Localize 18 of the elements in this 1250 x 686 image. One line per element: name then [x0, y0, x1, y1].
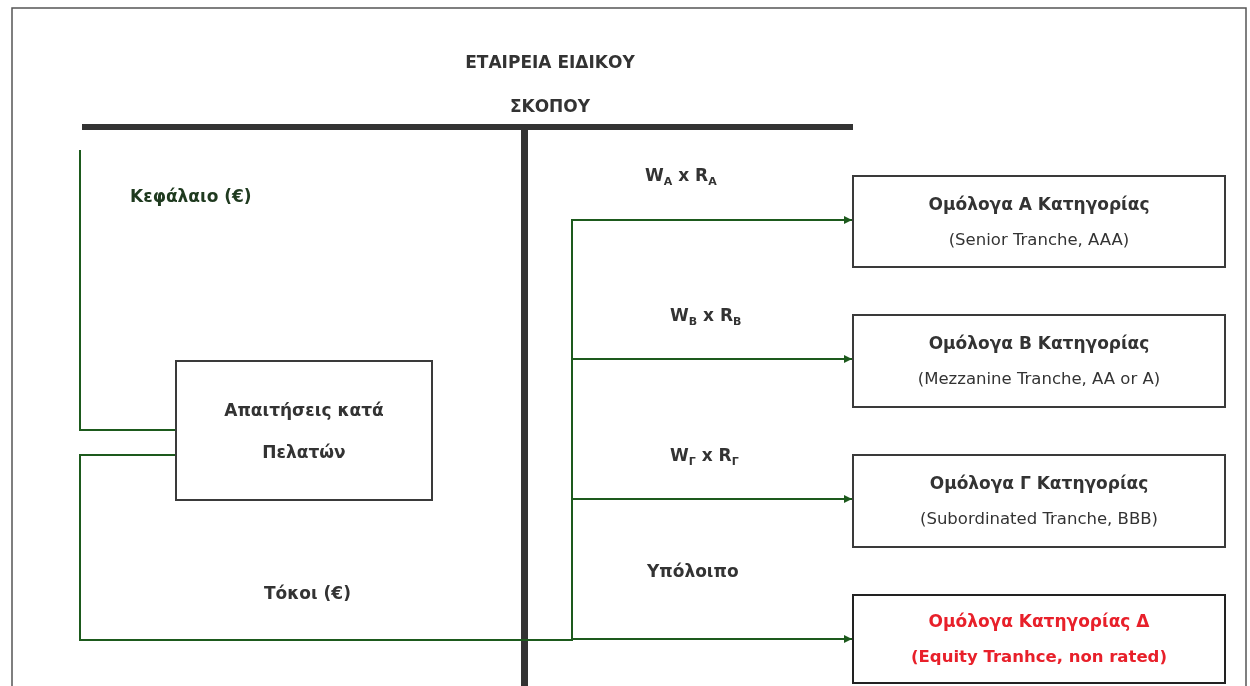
box-subtitle: (Mezzanine Tranche, AA or A) [917, 368, 1161, 390]
tranche-box [852, 454, 1226, 548]
box-title: Ομόλογα Β Κατηγορίας [928, 332, 1150, 355]
box-subtitle: (Senior Tranche, AAA) [948, 228, 1130, 251]
flow-line [79, 149, 176, 431]
claims-box [175, 360, 433, 501]
tranche-box [852, 314, 1226, 408]
box-title: Ομόλογα Α Κατηγορίας [928, 192, 1150, 216]
title: ΕΤΑΙΡΕΙΑ ΕΙΔΙΚΟΥ ΣΚΟΠΟΥ [464, 51, 636, 118]
box-title: Απαιτήσεις κατά Πελατών [223, 398, 385, 464]
box-title: Ομόλογα Γ Κατηγορίας [929, 472, 1149, 495]
tranche-box [852, 594, 1226, 684]
flow-label: Τόκοι (€) [262, 583, 353, 603]
flow-label: Κεφάλαιο (€) [128, 186, 254, 206]
box-subtitle: (Subordinated Tranche, BBB) [920, 508, 1158, 530]
tranche-box [852, 175, 1226, 268]
box-subtitle: (Equity Tranhce, non rated) [911, 646, 1167, 668]
box-title: Ομόλογα Κατηγορίας Δ [928, 610, 1150, 633]
